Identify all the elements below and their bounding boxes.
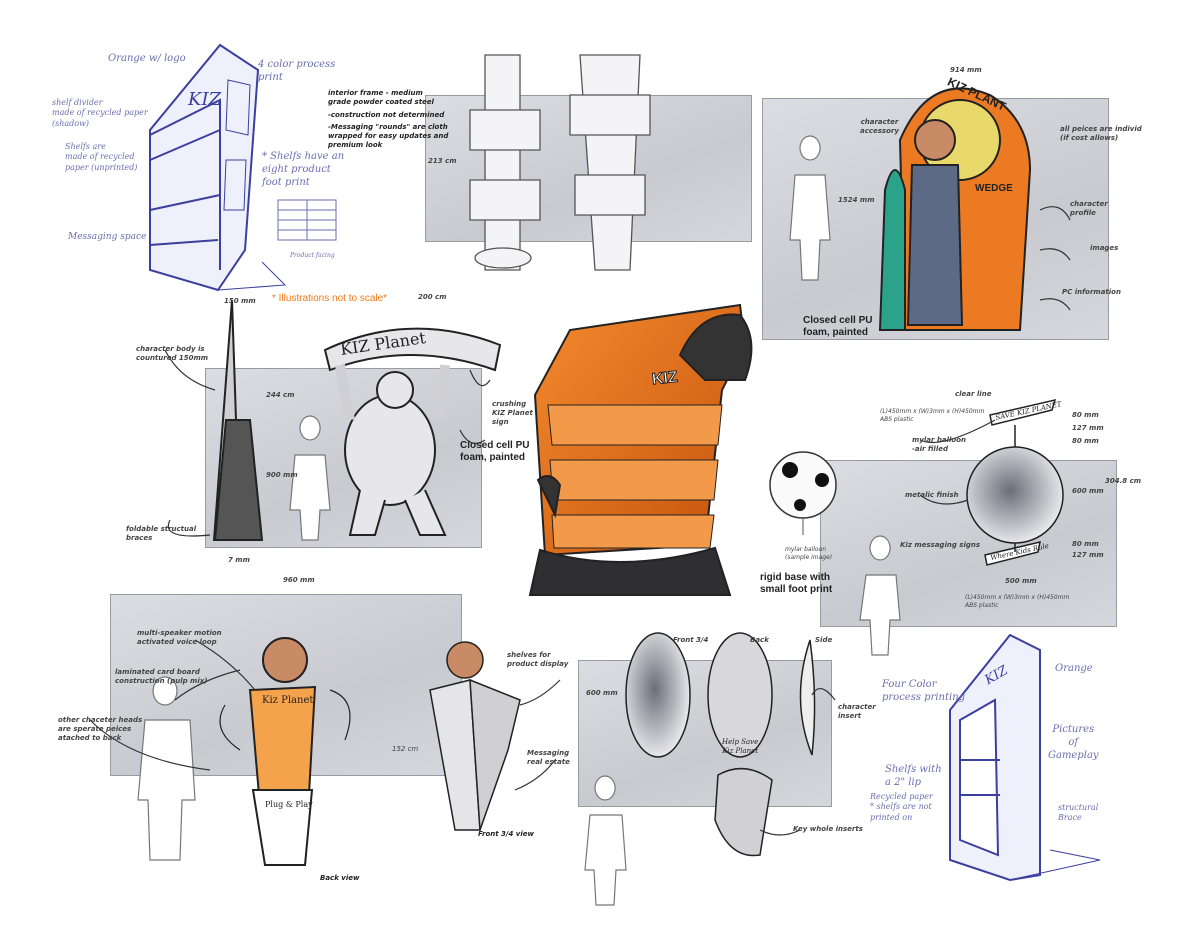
dim-150mm: 150 mm <box>224 297 256 305</box>
label-character-body: character body is countured 150mm <box>136 345 209 362</box>
label-abs-top: (L)450mm x (W)3mm x (H)450mm ABS plastic <box>880 408 985 423</box>
label-four-color: Four Color process printing <box>882 679 966 703</box>
round-inside-text: Help Save Kiz Planet <box>722 738 759 756</box>
label-laminated-board: laminated card board construction (pulp … <box>115 668 208 685</box>
dim-tower-height: 213 cm <box>428 157 457 165</box>
label-round-side: Side <box>815 636 833 644</box>
label-recycled-paper: Recycled paper * shelfs are not printed … <box>870 792 933 822</box>
label-messaging-space: Messaging space <box>68 232 147 242</box>
sketch-display-bottom-right <box>949 633 1101 882</box>
label-back-view: Back view <box>320 874 360 882</box>
label-character-accessory: character accessory <box>860 118 899 135</box>
label-messaging-real-estate: Messaging real estate <box>527 749 570 766</box>
label-metalic-finish: metalic finish <box>905 491 959 499</box>
label-messaging-signs: Kiz messaging signs <box>900 541 981 549</box>
dim-wedge-height: 1524 mm <box>838 196 875 204</box>
cardboard-display-front-view <box>429 641 521 831</box>
dim-80mm-1: 80 mm <box>1072 411 1099 419</box>
label-mylar-sample: mylar balloon (sample image) <box>785 546 833 561</box>
dim-80mm-3: 80 mm <box>1072 540 1099 548</box>
center-logo-kiz: KIZ <box>651 368 679 389</box>
dim-960mm: 960 mm <box>283 576 315 584</box>
label-orange-with-logo: Orange w/ logo <box>108 53 186 64</box>
callout-rigid-base: rigid base with small foot print <box>760 572 833 595</box>
label-all-pieces-individual: all peices are individ (if cost allows) <box>1060 125 1142 142</box>
cardboard-display-back-view <box>219 637 351 866</box>
label-round-back: Back <box>750 636 769 644</box>
label-crushing-sign: crushing KIZ Planet sign <box>492 400 533 426</box>
callout-center-foam: Closed cell PU foam, painted <box>803 315 873 338</box>
label-shelves-display: shelves for product display <box>507 651 569 668</box>
label-mylar-balloon: mylar balloon -air filled <box>912 436 967 453</box>
cardboard-sign: Kiz Planet <box>262 695 314 706</box>
dim-152cm: 152 cm <box>392 745 419 753</box>
dim-900mm: 900 mm <box>266 471 298 479</box>
soccer-balloon <box>769 451 837 535</box>
messaging-rounds <box>625 632 816 857</box>
wedge-character-display <box>878 87 1032 331</box>
dim-500mm: 500 mm <box>1005 577 1037 585</box>
label-product-facing: Product facing <box>290 252 335 259</box>
scale-note: * Illustrations not to scale* <box>272 293 388 304</box>
dim-200cm: 200 cm <box>418 293 447 301</box>
label-4-color-print: 4 color process print <box>258 59 336 83</box>
label-orange: Orange <box>1055 663 1093 674</box>
label-character-profile: character profile <box>1070 200 1108 217</box>
note-construction: -construction not determined <box>328 111 445 119</box>
dim-wedge-width: 914 mm <box>950 66 982 74</box>
planet-balloon-display <box>966 398 1064 566</box>
label-character-insert: character insert <box>838 703 876 720</box>
label-pc-information: PC information <box>1062 288 1121 296</box>
label-abs-bottom: (L)450mm x (W)3mm x (H)450mm ABS plastic <box>965 594 1070 609</box>
dim-127mm-1: 127 mm <box>1072 424 1104 432</box>
dim-7mm: 7 mm <box>228 556 250 564</box>
label-shelfs-lip: Shelfs with a 2" lip <box>885 764 942 788</box>
label-eight-product-footprint: * Shelfs have an eight product foot prin… <box>262 151 345 188</box>
gorilla-display <box>212 299 502 541</box>
dim-600mm: 600 mm <box>1072 487 1104 495</box>
label-images: images <box>1090 244 1119 252</box>
note-interior-frame: interior frame - medium grade powder coa… <box>328 89 434 106</box>
tower-sketches <box>469 54 651 271</box>
label-clear-line: clear line <box>955 390 992 398</box>
dim-round-600mm: 600 mm <box>586 689 618 697</box>
label-pictures-gameplay: Pictures of Gameplay <box>1048 724 1099 761</box>
label-shelf-divider: shelf divider made of recycled paper (sh… <box>52 98 148 128</box>
dim-304cm: 304.8 cm <box>1105 477 1142 485</box>
dim-80mm-2: 80 mm <box>1072 437 1099 445</box>
orange-kiz-display <box>528 303 753 596</box>
label-structural-brace: structural Brace <box>1058 803 1099 823</box>
label-other-heads: other chaceter heads are sperate peices … <box>58 716 143 742</box>
backdrop-panel-rounds <box>578 660 832 807</box>
dim-244cm: 244 cm <box>266 391 295 399</box>
label-front-view: Front 3/4 view <box>478 830 534 838</box>
label-round-front: Front 3/4 <box>673 636 709 644</box>
sketch-display-top-left <box>149 43 287 292</box>
note-messaging-rounds: -Messaging "rounds" are cloth wrapped fo… <box>328 123 449 149</box>
label-shelfs-recycled: Shelfs are made of recycled paper (unpri… <box>65 142 138 172</box>
cardboard-sign-bottom: Plug & Play <box>265 800 313 809</box>
label-multi-speaker: multi-speaker motion activated voice loo… <box>137 629 222 646</box>
shelf-footprint-diagram <box>277 199 337 241</box>
wedge-sign-mid: WEDGE <box>975 183 1013 194</box>
dim-127mm-2: 127 mm <box>1072 551 1104 559</box>
label-key-whole-inserts: Key whole inserts <box>793 825 863 833</box>
label-foldable-braces: foldable structual braces <box>126 525 197 542</box>
sketch-logo-kiz: KIZ <box>188 89 222 110</box>
leader-lines <box>89 206 1071 836</box>
child-silhouettes <box>137 135 901 906</box>
callout-gorilla-foam: Closed cell PU foam, painted <box>460 440 530 463</box>
